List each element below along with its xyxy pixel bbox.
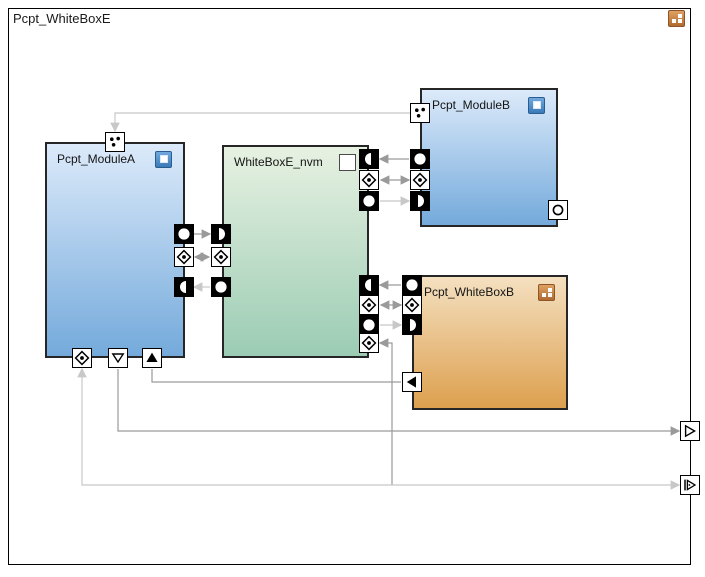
- port-nvm-left-required-icon[interactable]: [211, 224, 231, 244]
- connector-delegation-2[interactable]: [77, 367, 681, 490]
- port-whiteboxB-provided-icon[interactable]: [402, 275, 422, 295]
- port-nvm-right-provided-1-icon[interactable]: [359, 191, 379, 211]
- composition-icon: [668, 10, 685, 27]
- port-whiteboxB-param-icon[interactable]: [402, 295, 422, 315]
- port-moduleB-required-icon[interactable]: [410, 191, 430, 211]
- connector-trigger-link[interactable]: [151, 369, 401, 383]
- port-whiteboxB-required-icon[interactable]: [402, 315, 422, 335]
- plain-icon: [339, 154, 356, 171]
- port-moduleB-ring-icon[interactable]: [548, 200, 568, 220]
- port-moduleA-param-1-icon[interactable]: [174, 247, 194, 267]
- component-label: Pcpt_ModuleB: [432, 98, 511, 112]
- port-moduleA-bottom-param-icon[interactable]: [72, 348, 92, 368]
- port-nvm-right-required-1-icon[interactable]: [359, 149, 379, 169]
- connector-service-link[interactable]: [110, 112, 410, 133]
- port-nvm-right-param-1-icon[interactable]: [359, 170, 379, 190]
- port-nvm-right-param-2-icon[interactable]: [359, 295, 379, 315]
- port-moduleB-param-icon[interactable]: [410, 170, 430, 190]
- port-moduleB-service-icon[interactable]: [410, 103, 430, 123]
- port-moduleB-provided-icon[interactable]: [410, 149, 430, 169]
- connector-delegation-1[interactable]: [117, 369, 681, 436]
- port-moduleA-trigger-in-icon[interactable]: [108, 348, 128, 368]
- component-whiteboxE-nvm[interactable]: WhiteBoxE_nvm: [222, 145, 369, 358]
- component-label: Pcpt_ModuleA: [57, 152, 136, 166]
- port-moduleA-top-service-icon[interactable]: [105, 132, 125, 152]
- port-nvm-left-provided-icon[interactable]: [211, 277, 231, 297]
- component-label: WhiteBoxE_nvm: [234, 155, 323, 169]
- component-moduleB[interactable]: Pcpt_ModuleB: [420, 88, 558, 227]
- port-whiteboxB-receiver-icon[interactable]: [402, 372, 422, 392]
- port-frame-delegate-1-icon[interactable]: [680, 421, 700, 441]
- port-moduleA-provided-1-icon[interactable]: [174, 224, 194, 244]
- component-icon: [528, 97, 545, 114]
- composition-icon: [538, 284, 555, 301]
- port-frame-delegate-2-icon[interactable]: [680, 475, 700, 495]
- connector-nvm-param-delegation[interactable]: [378, 338, 393, 485]
- composition-title: Pcpt_WhiteBoxE: [13, 11, 111, 26]
- port-nvm-right-required-2-icon[interactable]: [359, 275, 379, 295]
- component-icon: [155, 151, 172, 168]
- port-moduleA-required-1-icon[interactable]: [174, 277, 194, 297]
- port-moduleA-trigger-out-icon[interactable]: [142, 348, 162, 368]
- port-nvm-right-param-3-icon[interactable]: [359, 333, 379, 353]
- component-label: Pcpt_WhiteBoxB: [424, 285, 515, 299]
- port-nvm-right-provided-2-icon[interactable]: [359, 315, 379, 335]
- port-nvm-left-param-icon[interactable]: [211, 247, 231, 267]
